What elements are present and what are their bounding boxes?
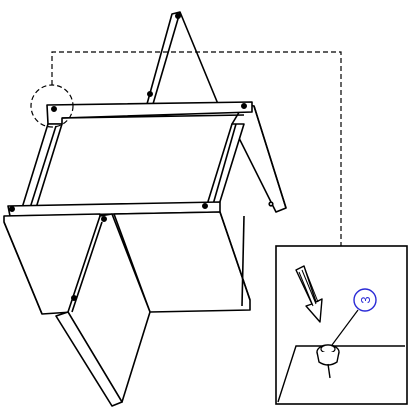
bottom-rail-pin-right — [202, 203, 209, 210]
back-panel-pin-bottom — [147, 91, 154, 98]
left-post — [21, 123, 63, 209]
right-side-panel-hole — [268, 201, 274, 207]
back-panel — [146, 11, 219, 105]
center-door-side — [55, 311, 123, 407]
center-door-edge — [71, 221, 103, 313]
top-rail-pin-left — [50, 106, 57, 113]
step-callout-circle — [353, 288, 377, 312]
center-door-panel — [55, 213, 151, 407]
left-post-face — [21, 123, 63, 209]
push-down-arrow-icon — [295, 265, 323, 323]
top-rail-inner-edge — [61, 114, 245, 119]
front-right-panel-side — [241, 215, 245, 307]
center-door-pin-top — [101, 216, 108, 223]
step-callout-leader — [331, 309, 359, 346]
left-post-inner-edge — [29, 125, 57, 209]
right-post — [205, 123, 245, 209]
front-left-panel-edge — [3, 221, 43, 315]
top-frame — [46, 101, 253, 125]
detail-panel-surface — [277, 345, 405, 403]
detail-callout-leader — [30, 51, 342, 246]
top-rail-pin-right — [241, 103, 248, 110]
right-post-face — [205, 123, 245, 209]
cam-lock-dowel-icon — [316, 344, 340, 379]
right-side-panel-edge — [253, 105, 287, 209]
center-door-pin-bottom — [71, 294, 78, 301]
front-right-panel-edge — [219, 211, 251, 301]
step-callout-number: 3 — [358, 296, 373, 303]
bottom-rail-pin-left — [9, 206, 16, 213]
top-rail — [46, 101, 253, 125]
right-post-inner-edge — [211, 123, 237, 209]
detail-leader-line — [51, 51, 342, 246]
back-panel-edge — [152, 11, 181, 105]
back-panel-pin-top — [175, 13, 182, 20]
detail-inset: 3 — [275, 245, 408, 405]
step-callout: 3 — [353, 288, 377, 312]
